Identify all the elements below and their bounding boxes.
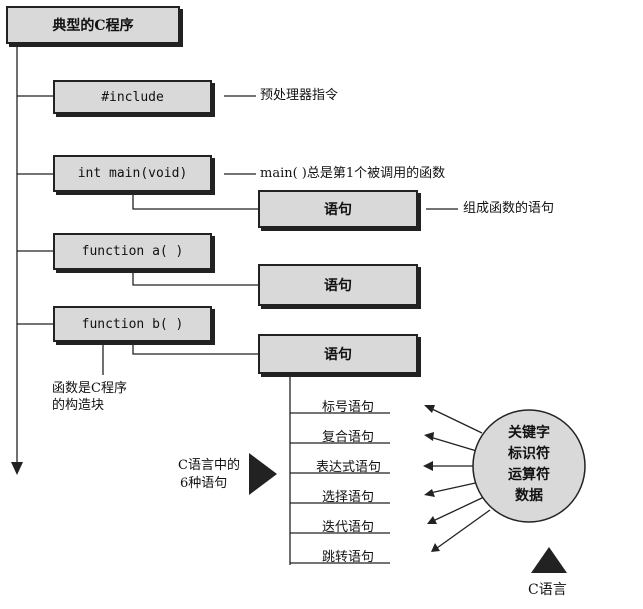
statement-kind-jump: 跳转语句 bbox=[322, 550, 375, 565]
function-b-box: function b( ) bbox=[53, 306, 212, 342]
six-kinds-note-line-2: 6种语句 bbox=[180, 476, 228, 491]
circle-items: 关键字 标识符 运算符 数据 bbox=[484, 423, 574, 507]
function-a-label: function a( ) bbox=[81, 244, 184, 259]
statement-kind-expression: 表达式语句 bbox=[316, 460, 382, 475]
statement-note: 组成函数的语句 bbox=[463, 201, 555, 216]
function-b-label: function b( ) bbox=[81, 316, 184, 332]
main-label: int main(void) bbox=[77, 166, 188, 181]
timeline-arrowhead bbox=[11, 462, 23, 475]
building-block-note-line-1: 函数是C程序 bbox=[52, 381, 127, 396]
statement-kind-labeled: 标号语句 bbox=[322, 400, 375, 415]
building-block-note-line-2: 的构造块 bbox=[52, 398, 105, 413]
include-box: #include bbox=[53, 80, 212, 114]
main-box: int main(void) bbox=[53, 155, 212, 192]
pointer-triangle-up bbox=[531, 547, 567, 573]
c-language-elements-circle bbox=[472, 409, 586, 523]
title-label: 典型的C程序 bbox=[52, 18, 134, 34]
circle-item-keywords: 关键字 bbox=[508, 425, 550, 441]
title-box: 典型的C程序 bbox=[6, 6, 180, 44]
circle-item-data: 数据 bbox=[515, 488, 543, 504]
include-label: #include bbox=[101, 89, 164, 105]
statement-kind-selection: 选择语句 bbox=[322, 490, 375, 505]
statement-box-2-label: 语句 bbox=[324, 278, 352, 294]
statement-box-1: 语句 bbox=[258, 190, 418, 228]
include-note: 预处理器指令 bbox=[260, 88, 339, 103]
main-note: main( )总是第1个被调用的函数 bbox=[260, 166, 446, 181]
function-a-box: function a( ) bbox=[53, 233, 212, 270]
pointer-triangle-right bbox=[249, 453, 277, 495]
statement-kind-compound: 复合语句 bbox=[322, 430, 375, 445]
statement-box-3: 语句 bbox=[258, 334, 418, 374]
circle-item-identifiers: 标识符 bbox=[508, 446, 550, 462]
statement-kind-iteration: 迭代语句 bbox=[322, 520, 375, 535]
statement-box-1-label: 语句 bbox=[324, 202, 352, 218]
statement-box-3-label: 语句 bbox=[324, 347, 352, 363]
six-kinds-note-line-1: C语言中的 bbox=[178, 458, 240, 473]
circle-item-operators: 运算符 bbox=[508, 467, 550, 483]
statement-box-2: 语句 bbox=[258, 264, 418, 306]
c-language-label: C语言 bbox=[528, 582, 567, 598]
